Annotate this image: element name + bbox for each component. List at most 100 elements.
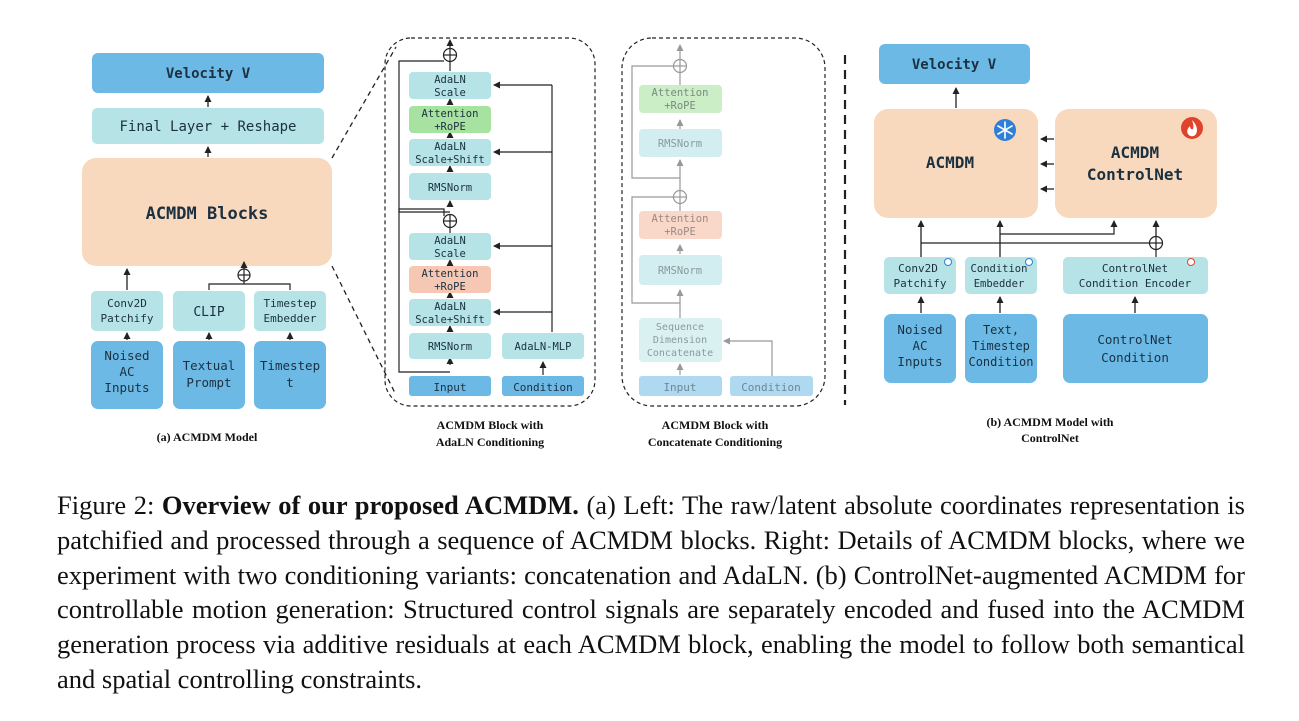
concat-attention-salmon [639, 211, 722, 239]
adaln-scale-b1: AdaLN [434, 235, 466, 247]
concat-block-panel: Attention +RoPE RMSNorm Attention +RoPE … [621, 37, 826, 449]
textual-prompt-2: Prompt [186, 375, 231, 390]
noised-b-3: Inputs [897, 354, 942, 369]
attention-green-2: +RoPE [434, 121, 466, 133]
attention-salmon-2: +RoPE [434, 281, 466, 293]
textual-prompt-box [173, 341, 245, 409]
concat-rmsnorm-2: RMSNorm [658, 265, 702, 277]
conv2d-label-1: Conv2D [107, 297, 147, 310]
textual-prompt-1: Textual [183, 358, 236, 373]
final-layer-box [92, 108, 324, 144]
concat-rmsnorm-1: RMSNorm [658, 138, 702, 150]
controlnet-condition-2: Condition [1101, 350, 1169, 365]
flame-icon [1187, 258, 1195, 266]
rmsnorm-box-top [409, 173, 491, 200]
controlnet-encoder-2: Condition Encoder [1079, 277, 1192, 290]
controlnet-box [1055, 109, 1217, 218]
seq-concat-box [639, 318, 722, 362]
noised-inputs-1: Noised [104, 348, 149, 363]
noised-inputs-3: Inputs [104, 380, 149, 395]
adaln-mlp-label: AdaLN-MLP [515, 341, 572, 353]
noised-b-2: AC [912, 338, 927, 353]
timestep-embedder-label-1: Timestep [264, 297, 317, 310]
noised-inputs-box-b [884, 314, 956, 383]
adaln-scale-2: Scale [434, 87, 466, 99]
controlnet-condition-1: ControlNet [1097, 332, 1172, 347]
conv2d-label-2: Patchify [101, 312, 154, 325]
adaln-scale-shift-1: AdaLN [434, 141, 466, 153]
concat-input-box [639, 376, 722, 396]
concat-input-label: Input [663, 381, 696, 394]
controlnet-label-2: ControlNet [1087, 165, 1183, 184]
timestep-1: Timestep [260, 358, 320, 373]
timestep-embedder-label-2: Embedder [264, 312, 317, 325]
text-timestep-2: Timestep [972, 339, 1030, 353]
concat-attn-s1: Attention [652, 213, 709, 225]
adaln-scale-1: AdaLN [434, 74, 466, 86]
conv2d-patchify-box [91, 291, 163, 331]
adaln-block-caption-1: ACMDM Block with [437, 418, 544, 432]
condition-box [502, 376, 584, 396]
rmsnorm-box-bottom [409, 333, 491, 359]
final-layer-label: Final Layer + Reshape [119, 119, 296, 135]
concat-condition-box [730, 376, 813, 396]
text-timestep-1: Text, [983, 323, 1019, 337]
rmsnorm-bottom: RMSNorm [428, 341, 472, 353]
condition-embedder-box [965, 257, 1037, 294]
seq-concat-1: Sequence [656, 322, 704, 333]
timestep-box [254, 341, 326, 409]
condition-embedder-2: Embedder [974, 278, 1025, 290]
panel-b: Velocity V ACMDM ACMDM ControlNet [874, 44, 1217, 445]
snowflake-icon [944, 258, 952, 266]
velocity-box [92, 53, 324, 93]
flame-icon [1181, 117, 1203, 139]
conv2d-patchify-box-b [884, 257, 956, 294]
adaln-scale-shift-box-top [409, 139, 491, 166]
concat-attention-green [639, 85, 722, 113]
timestep-embedder-box [254, 291, 326, 331]
concat-attn-g2: +RoPE [664, 100, 696, 112]
acmdm-blocks-box [82, 158, 332, 266]
attention-box-green [409, 106, 491, 133]
adaln-mlp-box [502, 333, 584, 359]
acmdm-blocks-label: ACMDM Blocks [146, 204, 269, 224]
noised-inputs-2: AC [119, 364, 134, 379]
caption-text: (a) Left: The raw/latent absolute coordi… [57, 490, 1245, 694]
adaln-scale-box-bottom [409, 233, 491, 260]
condition-embedder-1: Condition [971, 263, 1028, 275]
panel-b-caption-1: (b) ACMDM Model with [987, 415, 1114, 429]
velocity-label-b: Velocity V [912, 57, 997, 73]
clip-box [173, 291, 245, 331]
text-timestep-3: Condition [968, 355, 1033, 369]
rmsnorm-top: RMSNorm [428, 182, 472, 194]
caption-prefix: Figure 2: [57, 490, 162, 520]
seq-concat-2: Dimension [653, 335, 707, 346]
clip-label: CLIP [193, 305, 224, 320]
figure-caption: Figure 2: Overview of our proposed ACMDM… [57, 488, 1245, 697]
adaln-scale-shift-2: Scale+Shift [415, 154, 485, 166]
controlnet-label-1: ACMDM [1111, 143, 1159, 162]
attention-salmon-1: Attention [422, 268, 479, 280]
adaln-scale-shift-box-bottom [409, 299, 491, 326]
concat-condition-label: Condition [741, 381, 801, 394]
adaln-block-panel: AdaLN Scale Attention +RoPE AdaLN Scale+… [384, 37, 596, 449]
acmdm-label: ACMDM [926, 153, 974, 172]
adaln-scale-shift-b2: Scale+Shift [415, 314, 485, 326]
attention-green-1: Attention [422, 108, 479, 120]
input-label: Input [433, 381, 466, 394]
conv2d-b-1: Conv2D [898, 262, 938, 275]
panel-b-caption-2: ControlNet [1021, 431, 1079, 445]
panel-a: Velocity V Final Layer + Reshape ACMDM B… [82, 46, 397, 444]
concat-attn-g1: Attention [652, 87, 709, 99]
input-box [409, 376, 491, 396]
controlnet-encoder-box [1063, 257, 1208, 294]
adaln-scale-shift-b1: AdaLN [434, 301, 466, 313]
controlnet-encoder-1: ControlNet [1102, 262, 1168, 275]
timestep-2: t [286, 375, 294, 390]
concat-rmsnorm-top [639, 129, 722, 157]
concat-attn-s2: +RoPE [664, 226, 696, 238]
concat-block-caption-2: Concatenate Conditioning [648, 435, 782, 449]
velocity-label: Velocity V [166, 66, 251, 82]
controlnet-condition-box [1063, 314, 1208, 383]
conv2d-b-2: Patchify [894, 277, 947, 290]
